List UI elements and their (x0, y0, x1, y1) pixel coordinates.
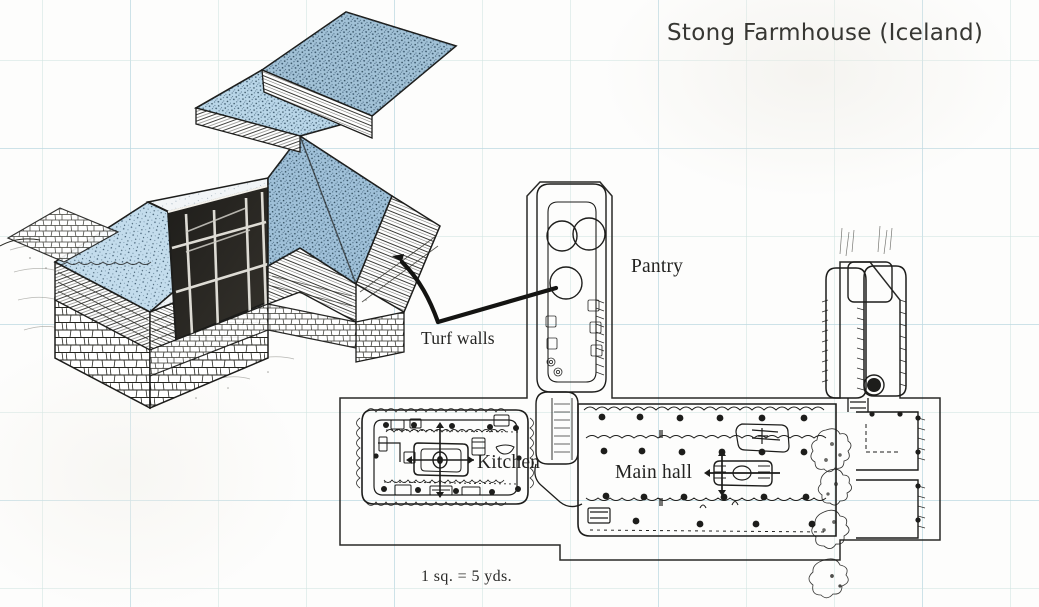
kitchen-furniture (378, 414, 515, 496)
cutaway-right-gable (355, 194, 441, 363)
floor-plan (339, 181, 941, 599)
scale-note: 1 sq. = 5 yds. (421, 568, 513, 585)
cutaway-left-stone-run (0, 207, 120, 263)
plan-label-main-hall: Main hall (615, 462, 693, 483)
plan-turf-wall-hatching (587, 299, 605, 376)
plan-label-kitchen: Kitchen (477, 452, 541, 473)
plan-rear-wing (821, 225, 907, 412)
plan-label-pantry: Pantry (631, 256, 684, 277)
cutaway-turf-wall-courses-upper (195, 68, 373, 153)
plan-passage (534, 391, 583, 508)
pantry-vat (546, 220, 578, 252)
plan-room-main-hall (577, 403, 837, 537)
plan-rubble-scatter (810, 428, 852, 549)
plan-well (863, 374, 885, 396)
pantry-vat (572, 217, 606, 251)
callout-label-turf-walls: Turf walls (421, 328, 495, 348)
main-hall-dais (735, 423, 790, 453)
plan-room-pantry (536, 183, 607, 393)
cutaway-entry-stonework (149, 303, 357, 377)
kitchen-hearth (406, 422, 474, 498)
plan-rubble-tail (808, 558, 849, 599)
plan-outer-outline (339, 181, 941, 561)
page-title: Stong Farmhouse (Iceland) (667, 20, 984, 46)
kitchen-posts (373, 422, 522, 495)
plan-east-annex (856, 411, 926, 539)
main-hall-posts (598, 413, 816, 528)
pantry-vat (549, 266, 583, 300)
cutaway-gable-opening (167, 184, 269, 342)
interior-timber-frame (171, 191, 269, 335)
plan-room-kitchen (356, 408, 534, 506)
main-hall-hearth (704, 450, 780, 496)
kitchen-turf-fringe (356, 408, 534, 506)
